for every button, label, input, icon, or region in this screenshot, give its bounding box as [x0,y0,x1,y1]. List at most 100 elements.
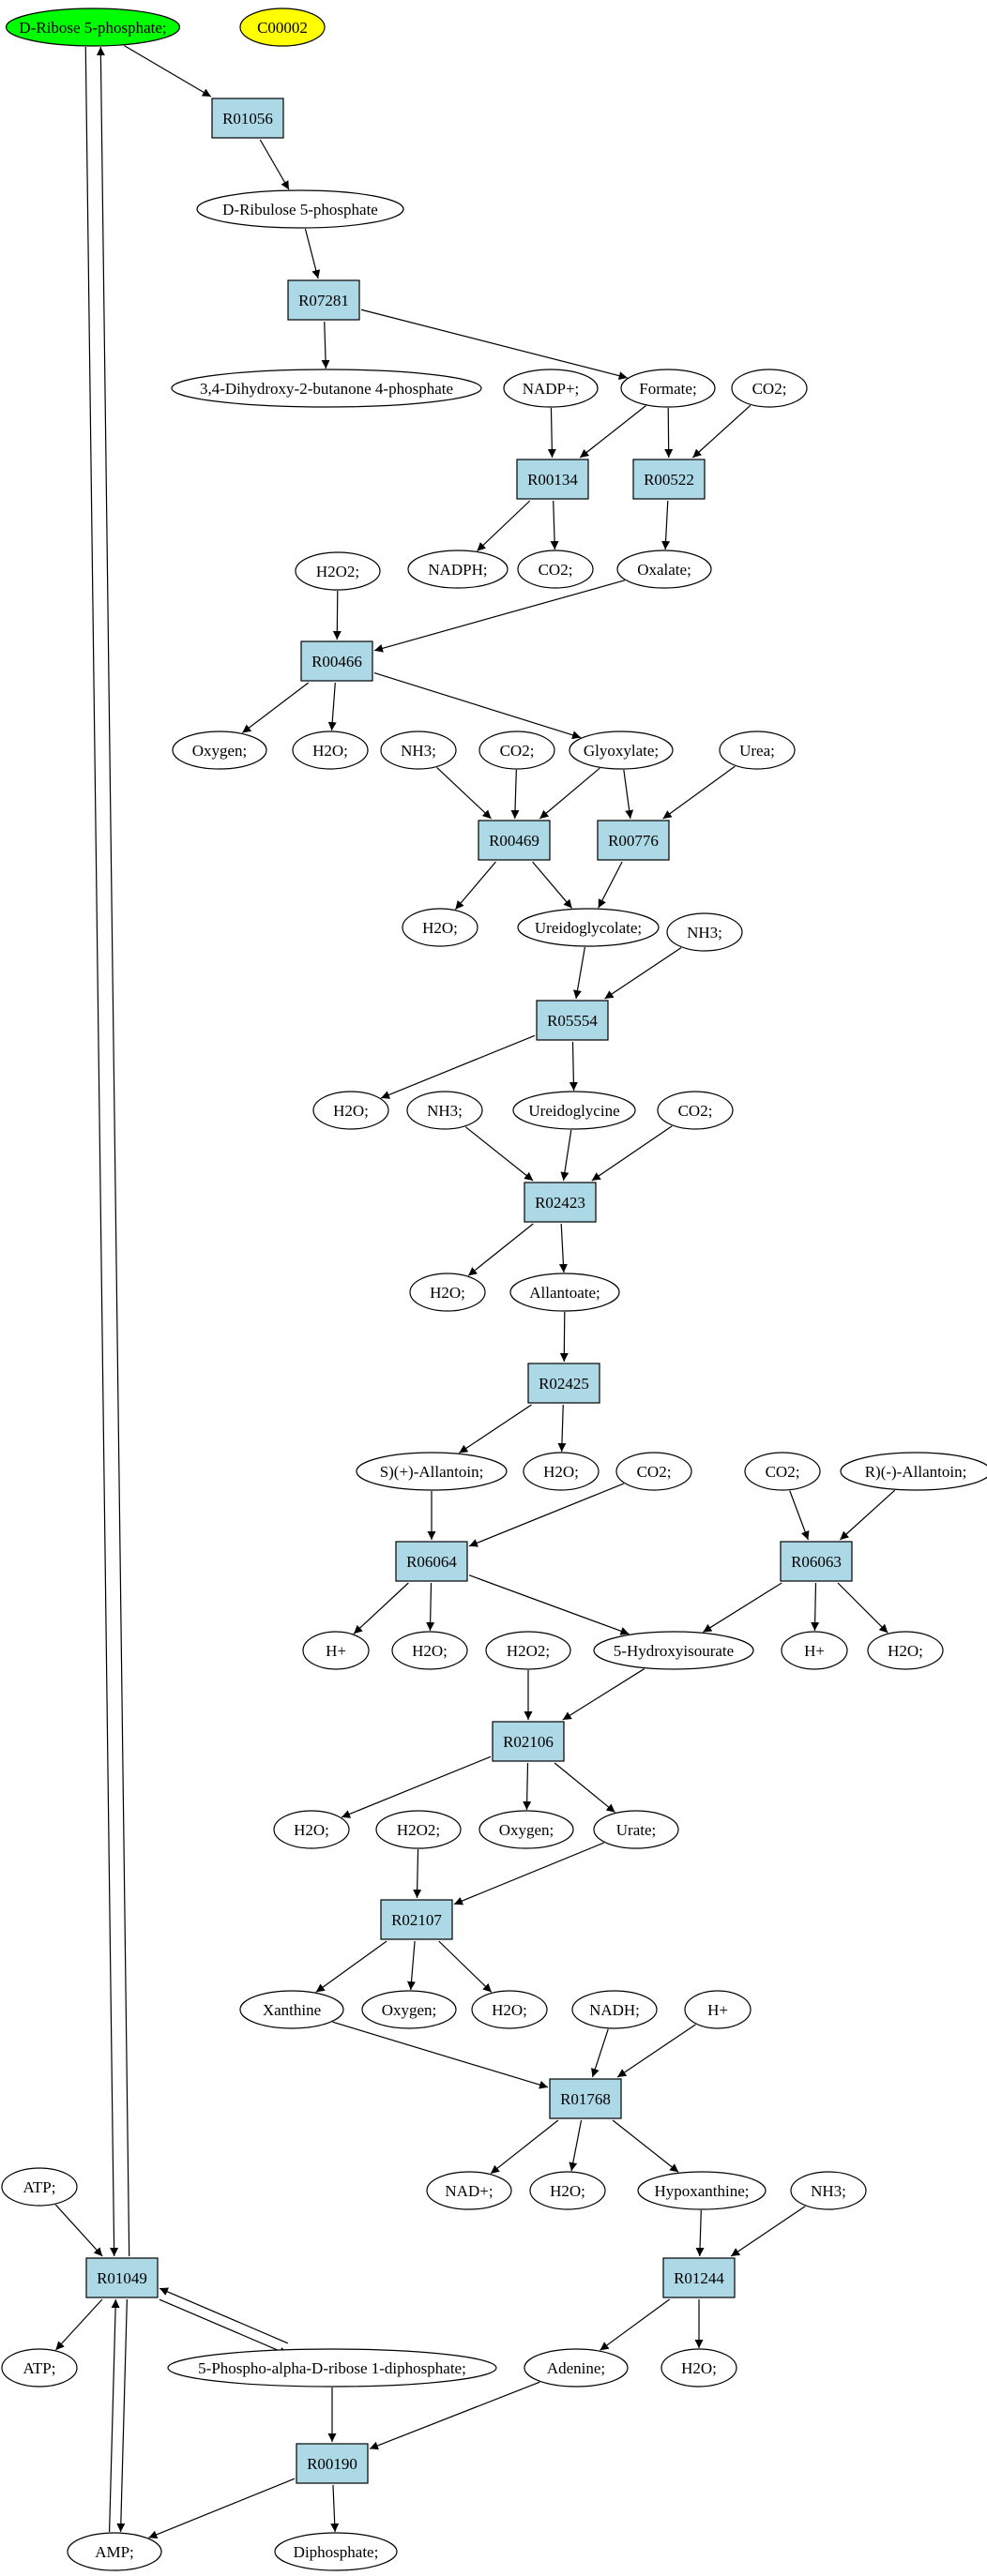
compound-node-nadph[interactable]: NADPH; [407,550,509,589]
compound-ellipse [571,1990,658,2029]
reaction-box [287,279,360,321]
compound-node-adenine[interactable]: Adenine; [524,2348,629,2388]
reaction-node-R02107[interactable]: R02107 [380,1899,453,1940]
compound-node-nadplus[interactable]: NAD+; [426,2171,512,2210]
reaction-node-R06064[interactable]: R06064 [395,1541,468,1582]
compound-node-co2_4[interactable]: CO2; [657,1091,734,1130]
node-label: 3,4-Dihydroxy-2-butanone 4-phosphate [200,380,453,398]
compound-node-oxygen_2[interactable]: Oxygen; [478,1810,574,1849]
compound-node-h2o_11[interactable]: H2O; [661,2348,737,2388]
compound-node-oxygen_1[interactable]: Oxygen; [172,731,267,770]
compound-node-co2_2[interactable]: CO2; [517,550,594,589]
compound-node-diphosphate[interactable]: Diphosphate; [274,2532,398,2571]
compound-node-s_allantoin[interactable]: S)(+)-Allantoin; [356,1452,508,1491]
reaction-node-R02423[interactable]: R02423 [524,1182,597,1223]
compound-node-h2o_10[interactable]: H2O; [529,2171,606,2210]
compound-node-atp_2[interactable]: ATP; [1,2348,78,2388]
compound-node-h2o_4[interactable]: H2O; [409,1273,486,1312]
compound-ellipse [512,1091,636,1130]
node-label: Oxygen; [382,2001,437,2019]
compound-node-hplus_2[interactable]: H+ [781,1631,848,1670]
compound-ellipse [517,908,660,947]
compound-node-nadp[interactable]: NADP+; [503,369,599,408]
compound-node-co2_5[interactable]: CO2; [615,1452,692,1491]
node-label: H2O; [681,2359,717,2377]
compound-ellipse [406,1091,483,1130]
reaction-node-R02106[interactable]: R02106 [492,1721,565,1762]
reaction-node-R01768[interactable]: R01768 [549,2078,622,2119]
compound-node-formate[interactable]: Formate; [620,369,716,408]
reaction-node-R05554[interactable]: R05554 [536,1000,609,1041]
compound-node-h2o_9[interactable]: H2O; [471,1990,548,2029]
compound-node-ureidoglycine[interactable]: Ureidoglycine [512,1091,636,1130]
compound-ellipse [744,1452,821,1491]
compound-node-hiu[interactable]: 5-Hydroxyisourate [593,1631,754,1670]
compound-node-nh3_1[interactable]: NH3; [380,731,457,770]
node-label: D-Ribose 5-phosphate; [19,19,166,37]
reaction-node-R01244[interactable]: R01244 [662,2257,736,2298]
compound-node-urate[interactable]: Urate; [593,1810,679,1849]
reaction-node-R00190[interactable]: R00190 [296,2443,369,2484]
reaction-node-R01056[interactable]: R01056 [211,98,284,139]
reaction-node-R00134[interactable]: R00134 [516,459,589,500]
compound-ellipse [302,1631,370,1670]
compound-node-ureidoglycolate[interactable]: Ureidoglycolate; [517,908,660,947]
edge-nh3_4-to-R01244 [730,2206,806,2257]
reaction-node-R00466[interactable]: R00466 [300,640,373,682]
compound-node-ribose5p[interactable]: D-Ribose 5-phosphate; [5,8,181,47]
compound-node-ribulose5p[interactable]: D-Ribulose 5-phosphate [196,189,404,229]
compound-node-r_allantoin[interactable]: R)(-)-Allantoin; [840,1452,987,1491]
compound-node-h2o_2[interactable]: H2O; [402,908,478,947]
compound-node-xanthine[interactable]: Xanthine [239,1990,344,2029]
compound-node-dhbp[interactable]: 3,4-Dihydroxy-2-butanone 4-phosphate [171,369,482,408]
compound-node-co2_3[interactable]: CO2; [478,731,555,770]
compound-node-oxygen_3[interactable]: Oxygen; [361,1990,457,2029]
compound-ellipse [361,1990,457,2029]
compound-node-h2o_7[interactable]: H2O; [867,1631,944,1670]
compound-node-h2o_3[interactable]: H2O; [312,1091,389,1130]
node-label: H2O; [294,1821,329,1839]
edge-nh3_3-to-R02423 [464,1126,534,1182]
node-label: R)(-)-Allantoin; [865,1463,967,1481]
compound-node-h2o2_1[interactable]: H2O2; [295,551,381,591]
compound-node-h2o2_2[interactable]: H2O2; [485,1631,571,1670]
compound-node-hplus_1[interactable]: H+ [302,1631,370,1670]
compound-node-h2o_6[interactable]: H2O; [391,1631,468,1670]
compound-node-co2_1[interactable]: CO2; [731,369,808,408]
compound-ellipse [666,912,743,952]
compound-ellipse [409,1273,486,1312]
compound-node-oxalate[interactable]: Oxalate; [616,550,712,589]
reaction-node-R00522[interactable]: R00522 [632,459,706,500]
compound-node-nh3_4[interactable]: NH3; [790,2171,867,2210]
node-label: Xanthine [263,2001,321,2019]
compound-node-h2o_5[interactable]: H2O; [523,1452,600,1491]
node-label: Allantoate; [529,1284,600,1302]
compound-node-glyoxylate[interactable]: Glyoxylate; [569,731,674,770]
reaction-box [524,1182,597,1223]
compound-node-nadh[interactable]: NADH; [571,1990,658,2029]
compound-node-amp[interactable]: AMP; [67,2532,162,2571]
reaction-node-R00776[interactable]: R00776 [597,820,670,861]
compound-node-urea[interactable]: Urea; [719,731,796,770]
compound-node-h2o_1[interactable]: H2O; [292,731,369,770]
reaction-node-R01049[interactable]: R01049 [85,2257,159,2298]
compound-node-h2o_8[interactable]: H2O; [273,1810,350,1849]
compound-node-h2o2_3[interactable]: H2O2; [375,1810,462,1849]
compound-node-hypoxanthine[interactable]: Hypoxanthine; [637,2171,767,2210]
edge-R02106-to-h2o_8 [341,1755,492,1818]
compound-node-c00002[interactable]: C00002 [239,8,326,47]
compound-node-nh3_3[interactable]: NH3; [406,1091,483,1130]
reaction-node-R06063[interactable]: R06063 [780,1541,853,1582]
reaction-node-R07281[interactable]: R07281 [287,279,360,321]
reaction-node-R00469[interactable]: R00469 [478,820,551,861]
compound-node-atp_1[interactable]: ATP; [1,2167,78,2207]
compound-ellipse [503,369,599,408]
edge-h2o2_3-to-R02107 [413,1848,422,1899]
compound-node-co2_6[interactable]: CO2; [744,1452,821,1491]
compound-node-hplus_3[interactable]: H+ [684,1990,752,2029]
compound-node-prpp[interactable]: 5-Phospho-alpha-D-ribose 1-diphosphate; [167,2348,497,2388]
compound-node-allantoate[interactable]: Allantoate; [509,1273,620,1312]
reaction-node-R02425[interactable]: R02425 [527,1363,600,1404]
edge-R01049-to-ribose5p [96,46,130,2257]
compound-node-nh3_2[interactable]: NH3; [666,912,743,952]
